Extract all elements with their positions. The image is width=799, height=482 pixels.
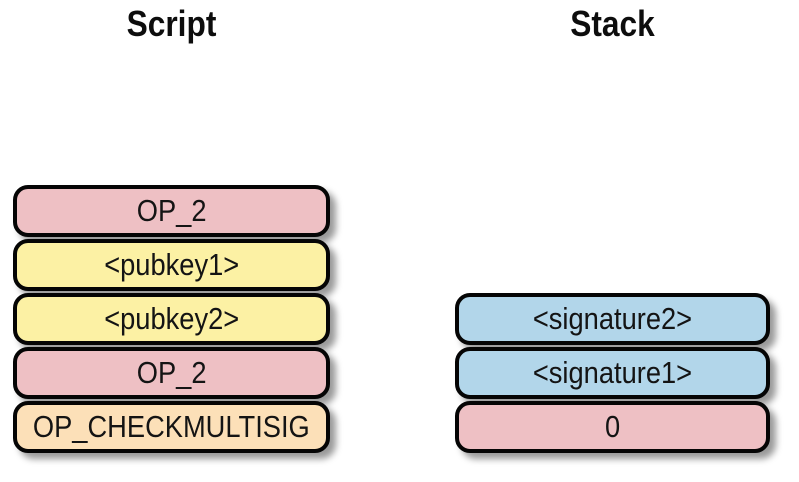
script-item-label: OP_CHECKMULTISIG	[33, 408, 310, 444]
stack-item-label: <signature1>	[532, 354, 693, 390]
script-item-label: <pubkey2>	[103, 300, 239, 336]
stack-column-title: Stack	[570, 3, 655, 44]
stack-column: <signature2> <signature1> 0	[455, 293, 770, 455]
stack-item-signature1: <signature1>	[455, 347, 770, 399]
script-item-op-checkmultisig: OP_CHECKMULTISIG	[13, 401, 330, 453]
script-item-op2-first: OP_2	[13, 185, 330, 237]
stack-item-label: <signature2>	[532, 300, 693, 336]
script-item-label: OP_2	[136, 354, 207, 390]
script-item-label: <pubkey1>	[103, 246, 239, 282]
stack-item-label: 0	[604, 408, 621, 444]
stack-item-zero: 0	[455, 401, 770, 453]
script-column-title: Script	[126, 3, 217, 44]
script-item-pubkey1: <pubkey1>	[13, 239, 330, 291]
script-item-op2-second: OP_2	[13, 347, 330, 399]
stack-item-signature2: <signature2>	[455, 293, 770, 345]
script-item-pubkey2: <pubkey2>	[13, 293, 330, 345]
script-item-label: OP_2	[136, 192, 207, 228]
script-column: OP_2 <pubkey1> <pubkey2> OP_2 OP_CHECKMU…	[13, 185, 330, 455]
